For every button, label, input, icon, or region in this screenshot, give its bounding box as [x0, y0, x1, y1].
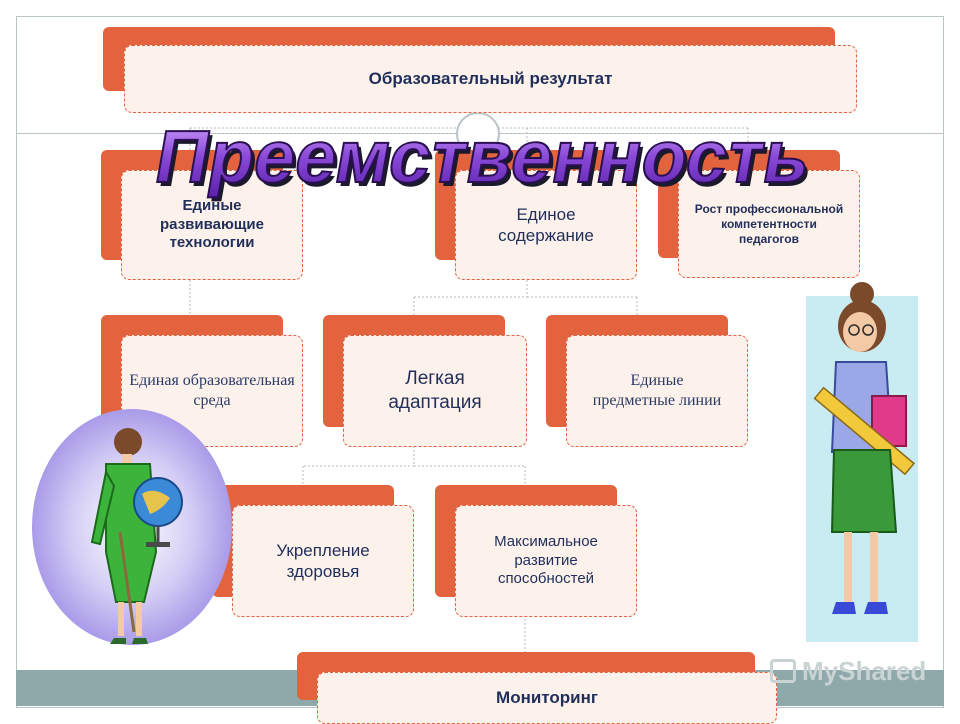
title-wordart-text: Преемственность [149, 118, 817, 198]
node-health-label: Укрепление здоровья [276, 540, 370, 581]
node-technologies: Единые развивающие технологии [101, 150, 303, 280]
node-result: Образовательный результат [103, 27, 857, 113]
node-adaptation: Легкая адаптация [323, 315, 527, 447]
node-technologies-label: Единые развивающие технологии [160, 196, 264, 252]
title-wordart: Преемственность Преемственность [148, 118, 821, 202]
node-subject-lines-label: Единые предметные линии [592, 372, 722, 409]
node-environment: Единая образовательная среда [101, 315, 303, 447]
node-growth: Рост профессиональной компетентности пед… [658, 150, 860, 278]
node-abilities: Максимальное развитие способностей [435, 485, 637, 617]
ring-ornament [456, 112, 500, 156]
watermark: MyShared [770, 656, 930, 686]
node-content: Единое содержание [435, 150, 637, 280]
node-adaptation-label: Легкая адаптация [388, 368, 482, 413]
watermark-text: MyShared [802, 655, 927, 686]
teacher-with-globe-illustration [32, 409, 232, 645]
title-wordart-shadow: Преемственность [153, 119, 821, 202]
node-subject-lines: Единые предметные линии [546, 315, 748, 447]
node-monitoring-label: Мониторинг [496, 688, 598, 708]
node-result-label: Образовательный результат [368, 69, 613, 89]
teacher-with-ruler-illustration [806, 282, 918, 642]
node-growth-label: Рост профессиональной компетентности пед… [694, 201, 844, 246]
node-health: Укрепление здоровья [212, 485, 414, 617]
node-environment-label: Единая образовательная среда [129, 372, 295, 409]
presentation-icon [770, 659, 796, 683]
node-abilities-label: Максимальное развитие способностей [494, 532, 598, 588]
node-monitoring: Мониторинг [297, 652, 777, 724]
node-content-label: Единое содержание [498, 204, 594, 245]
